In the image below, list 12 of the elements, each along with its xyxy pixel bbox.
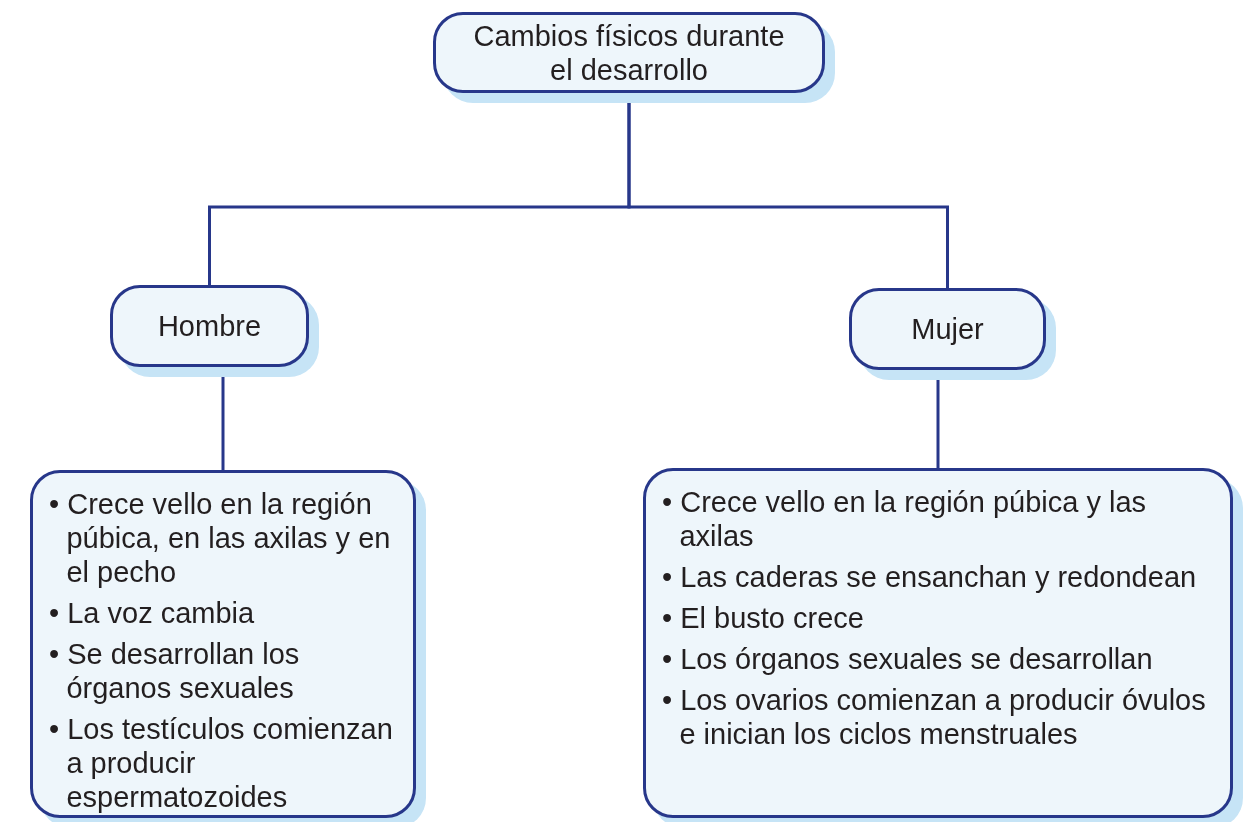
topic-label: Mujer (911, 312, 984, 346)
topic-label: Hombre (157, 309, 262, 343)
bullet-item: • El busto crece (663, 601, 865, 635)
bullet-item: • Crece vello en la región púbica y las axilas (663, 485, 1148, 553)
topic-label: Cambios físicos durante el desarrollo (472, 18, 786, 87)
bullet-item: • Los ovarios comienzan a producir óvulos e inician los ciclos menstruales (663, 683, 1207, 751)
bullet-item: • Los testículos comienzan a producir espermatozoides (50, 712, 394, 814)
bullet-item: • La voz cambia (50, 596, 256, 630)
bullet-item: • Se desarrollan los órganos sexuales (50, 637, 301, 705)
bullet-item: • Crece vello en la región púbica, en las axilas y en el pecho (50, 487, 392, 589)
bullet-item: • Los órganos sexuales se desarrollan (663, 642, 1154, 676)
bullet-item: • Las caderas se ensanchan y redondean (663, 560, 1198, 594)
